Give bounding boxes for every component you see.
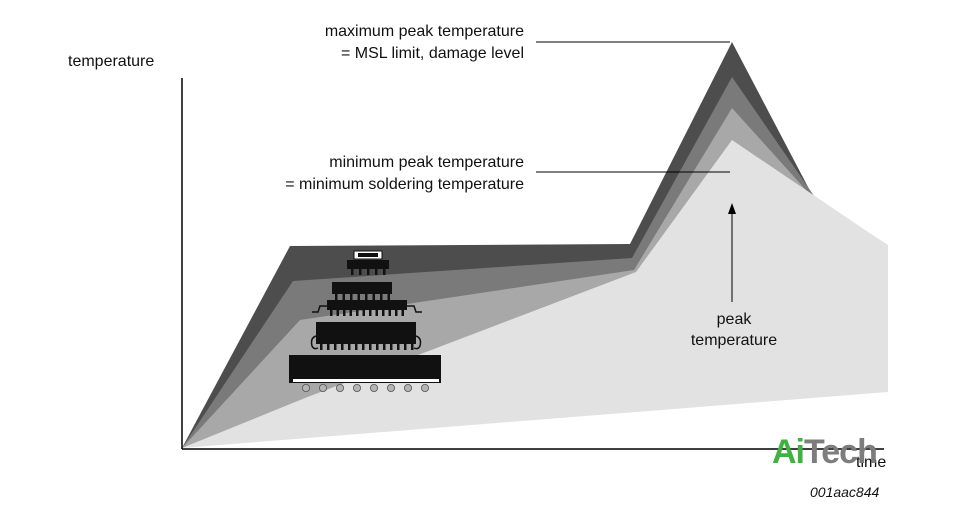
package-pin [411,344,414,350]
package-pin [348,344,351,350]
y-axis-label: temperature [68,53,155,70]
watermark-part-1: Ai [772,433,805,471]
package-pin [335,294,338,300]
package-j-lead-plcc [310,322,422,350]
package-pin [350,294,353,300]
package-pin [397,344,400,350]
peak-arrow-head-icon [728,203,736,214]
package-pin [343,310,346,316]
package-stack [289,250,441,392]
solder-ball [352,383,361,392]
min-peak-label-line-2: = minimum soldering temperature [285,176,524,193]
package-pin [383,269,386,275]
solder-ball [301,383,310,392]
package-pin [359,269,362,275]
package-pin [380,294,383,300]
solder-ball [420,383,429,392]
package-pin [351,269,354,275]
package-pin [336,310,339,316]
aitech-watermark-logo: AiTech [772,432,878,472]
solder-ball [335,383,344,392]
peak-label-line-2: temperature [690,332,778,349]
watermark-part-2: Tech [804,433,878,471]
package-pin [356,310,359,316]
package-pin [342,294,345,300]
package-pin [362,344,365,350]
package-bga [289,355,441,392]
package-pin [320,344,323,350]
profile-band-4 [182,140,888,448]
package-pin [341,344,344,350]
peak-label-line-1: peak [716,311,752,328]
package-pin [349,310,352,316]
package-pin [334,344,337,350]
package-pin [362,310,365,316]
package-pin [369,344,372,350]
package-pin [395,310,398,316]
solder-ball [386,383,395,392]
package-pin [387,294,390,300]
min-peak-label-line-1: minimum peak temperature [329,154,524,171]
solder-ball [318,383,327,392]
package-pin [376,344,379,350]
package-pin [355,344,358,350]
package-pin [383,344,386,350]
package-pin [327,344,330,350]
x-axis-label: time [856,454,887,471]
package-pin [367,269,370,275]
package-pin [357,294,360,300]
package-pin [375,310,378,316]
package-pin [382,310,385,316]
package-pin [365,294,368,300]
solder-ball [369,383,378,392]
max-peak-label-line-1: maximum peak temperature [324,23,524,40]
package-pin [404,344,407,350]
max-peak-label-line-2: = MSL limit, damage level [340,45,524,62]
solder-ball [403,383,412,392]
package-pin [401,310,404,316]
package-pin [369,310,372,316]
package-pin [388,310,391,316]
package-pin [330,310,333,316]
figure-code: 001aac844 [810,484,880,500]
package-pin [375,269,378,275]
package-pin [372,294,375,300]
package-chip-component [347,250,389,275]
package-pin [390,344,393,350]
package-small-qfp [332,282,392,300]
package-gullwing-so [312,300,422,316]
profile-base-cover [182,392,888,513]
